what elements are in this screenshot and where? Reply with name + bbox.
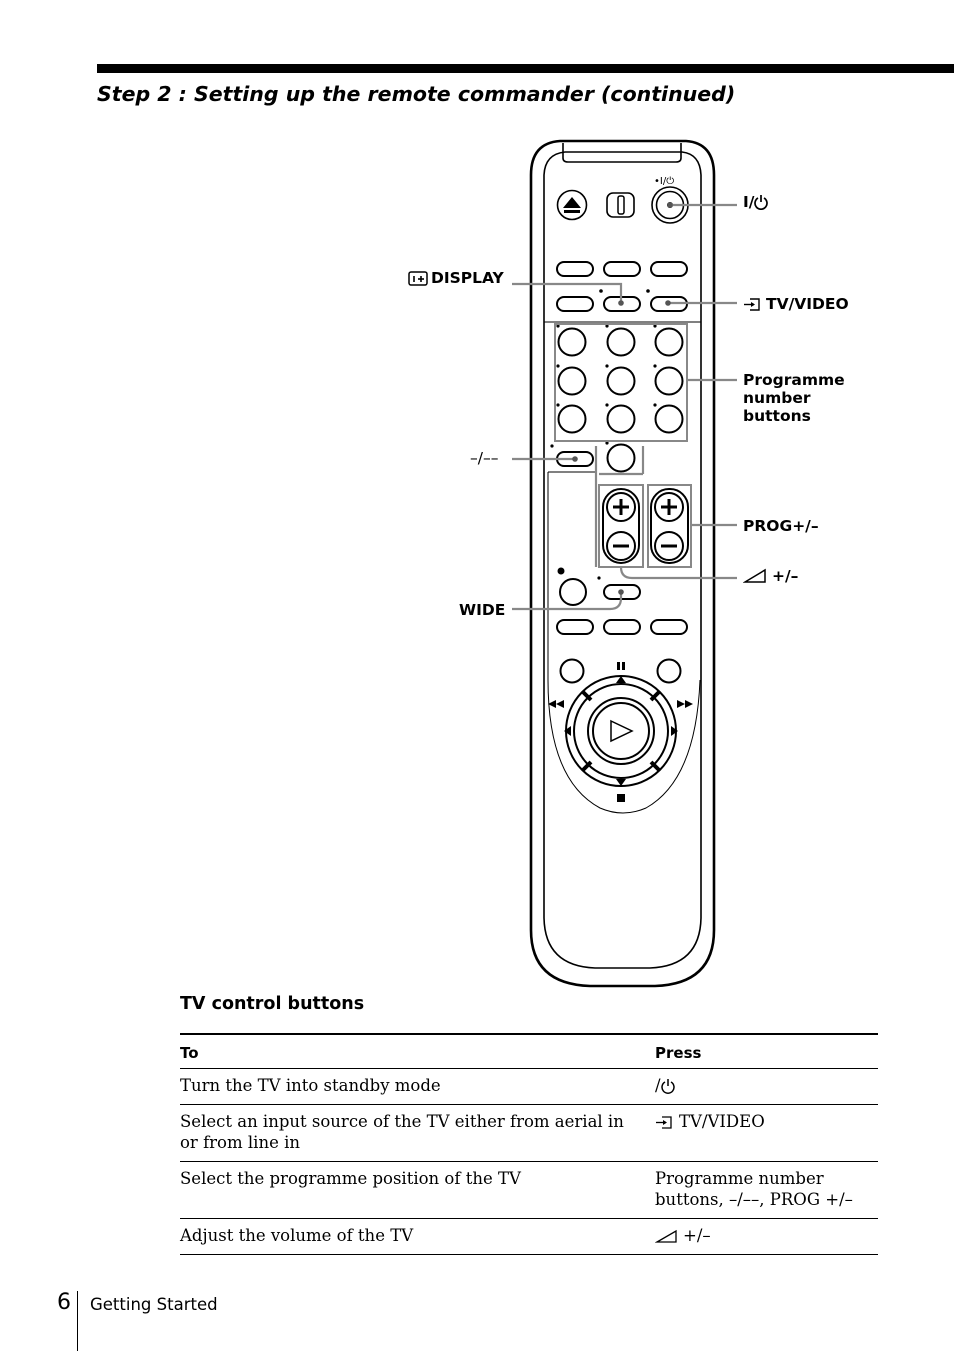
footer-section: Getting Started <box>90 1295 218 1314</box>
footer-divider <box>77 1291 78 1351</box>
callout-digit-entry: –/–– <box>470 449 499 467</box>
table-cell-to: Select an input source of the TV either … <box>180 1104 655 1162</box>
volume-icon <box>743 568 766 583</box>
section-title: TV control buttons <box>180 994 365 1014</box>
callout-wide: WIDE <box>459 601 506 619</box>
svg-text:•I/⏻: •I/⏻ <box>654 176 674 187</box>
table-cell-press: Programme number buttons, –/––, PROG +/– <box>655 1161 878 1219</box>
volume-icon <box>655 1229 677 1243</box>
page-heading: Step 2 : Setting up the remote commander… <box>97 82 736 106</box>
table-cell-press: TV/VIDEO <box>655 1104 878 1162</box>
remote-commander-illustration: •I/⏻ <box>512 139 737 988</box>
table-row: Adjust the volume of the TV +/– <box>180 1218 878 1255</box>
display-icon <box>408 271 428 286</box>
table-row: Select the programme position of the TV … <box>180 1161 878 1219</box>
callout-display: DISPLAY <box>408 269 504 287</box>
table-cell-to: Adjust the volume of the TV <box>180 1218 655 1255</box>
input-select-icon <box>744 298 760 311</box>
table-cell-press: / <box>655 1068 878 1105</box>
tv-control-table: To Press Turn the TV into standby mode /… <box>180 1033 878 1255</box>
callout-tv-video: TV/VIDEO <box>743 295 849 313</box>
input-select-icon <box>656 1116 672 1129</box>
power-icon <box>754 195 769 210</box>
column-header-to: To <box>180 1033 655 1069</box>
table-cell-press: +/– <box>655 1218 878 1255</box>
page-number: 6 <box>57 1290 71 1315</box>
table-header-row: To Press <box>180 1033 878 1069</box>
callout-power: I/ <box>743 193 771 211</box>
table-row: Select an input source of the TV either … <box>180 1104 878 1162</box>
column-header-press: Press <box>655 1033 878 1069</box>
power-icon <box>660 1079 675 1094</box>
callout-prog: PROG+/– <box>743 517 819 535</box>
callout-volume: +/– <box>743 567 798 585</box>
top-rule <box>97 64 954 73</box>
table-cell-to: Turn the TV into standby mode <box>180 1068 655 1105</box>
table-cell-to: Select the programme position of the TV <box>180 1161 655 1219</box>
table-row: Turn the TV into standby mode / <box>180 1068 878 1105</box>
callout-programme-number-buttons: Programme number buttons <box>743 371 845 425</box>
